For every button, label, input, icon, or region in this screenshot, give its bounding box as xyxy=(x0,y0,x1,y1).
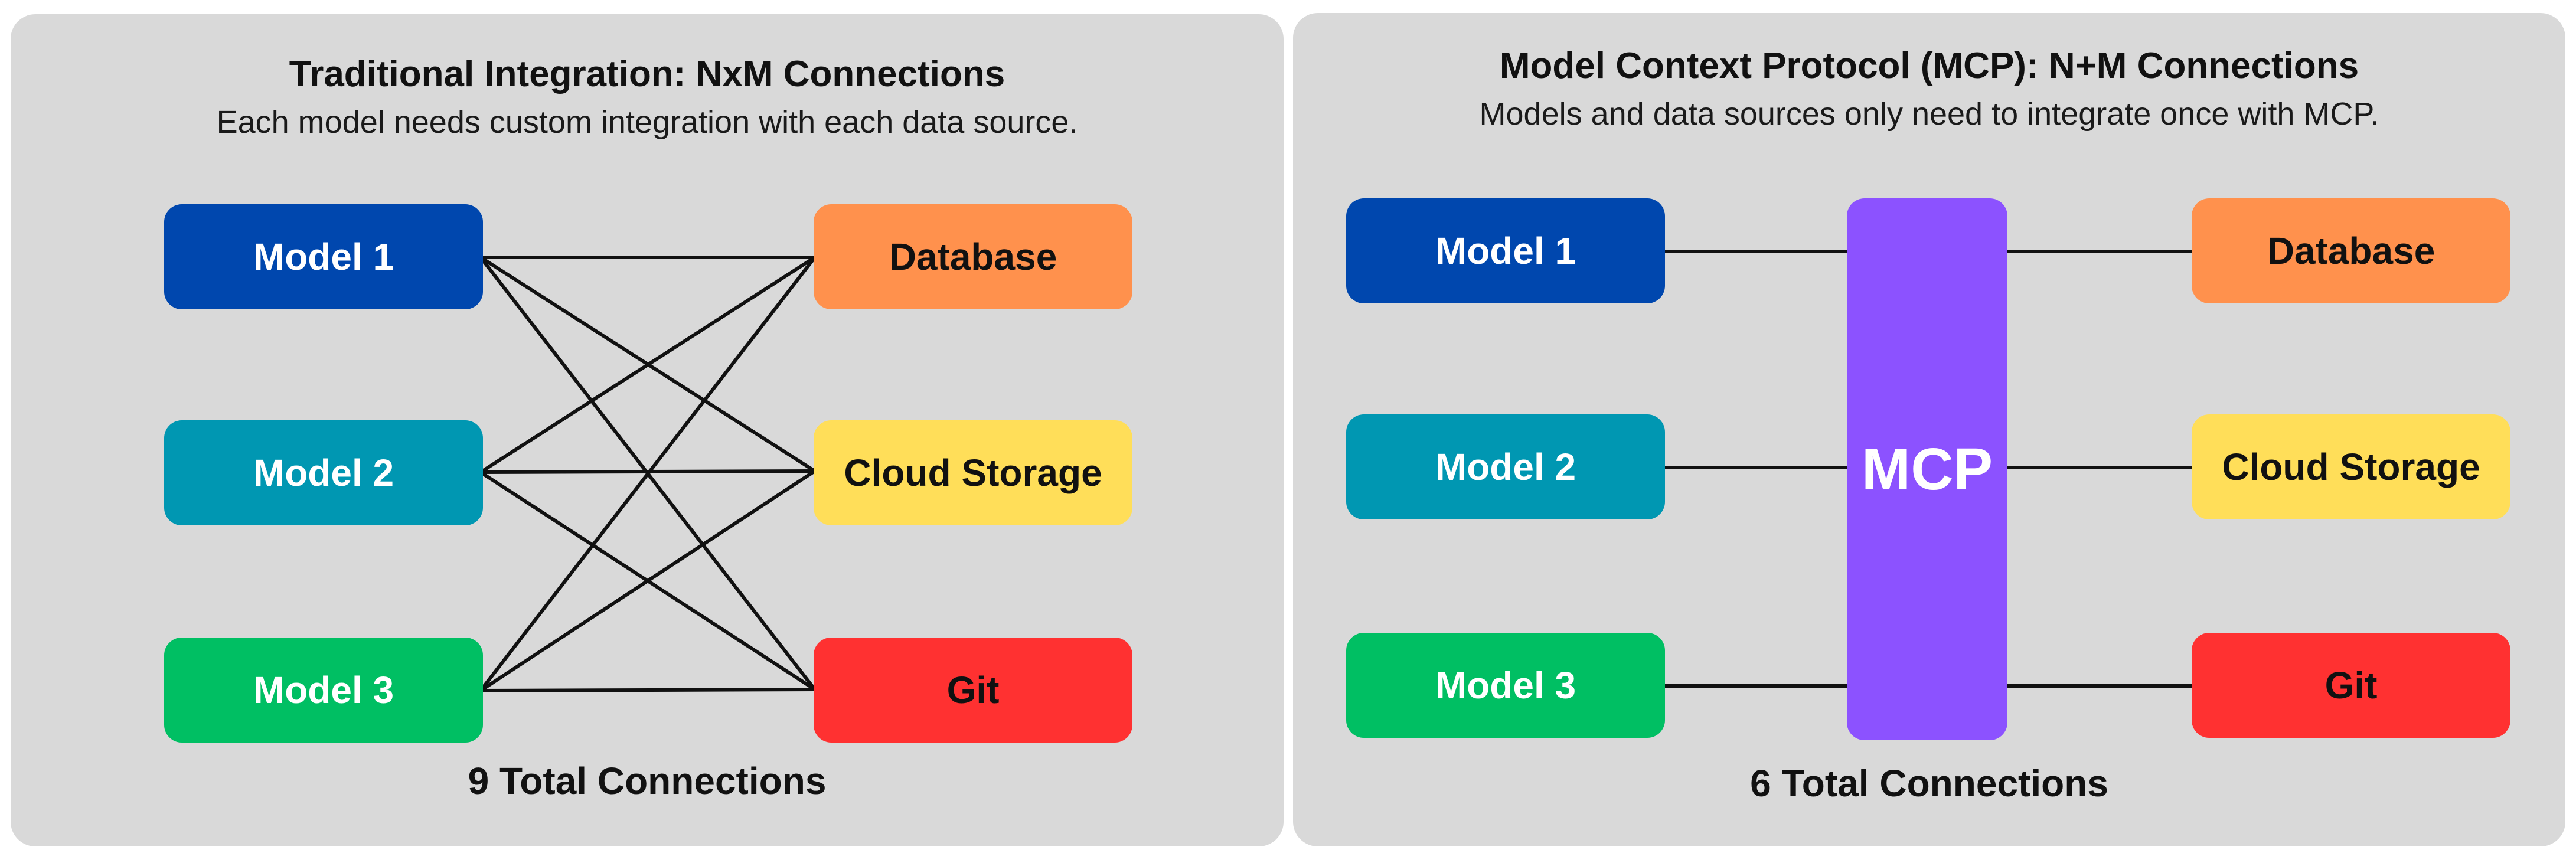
panel-subtitle: Each model needs custom integration with… xyxy=(216,104,1078,140)
connection-lines xyxy=(1662,250,2195,688)
total-connections: 9 Total Connections xyxy=(468,760,827,802)
model-1-box: Model 1 xyxy=(1346,198,1665,303)
edge-model3-git xyxy=(479,688,817,692)
model-3-box: Model 3 xyxy=(1346,633,1665,738)
edge-model3-cloud-storage xyxy=(479,469,817,692)
model-3-box: Model 3 xyxy=(164,638,483,743)
edge-model2-database xyxy=(479,256,817,474)
git-box: Git xyxy=(814,638,1132,743)
cloud-storage-box: Cloud Storage xyxy=(814,420,1132,525)
cloud-storage-box: Cloud Storage xyxy=(2192,414,2510,519)
git-box: Git xyxy=(2192,633,2510,738)
mcp-hub: MCP xyxy=(1847,198,2007,740)
mcp-integration-panel: Model Context Protocol (MCP): N+M Connec… xyxy=(1293,13,2565,846)
panel-subtitle: Models and data sources only need to int… xyxy=(1479,96,2379,132)
model-2-box: Model 2 xyxy=(1346,414,1665,519)
panel-title: Traditional Integration: NxM Connections xyxy=(289,54,1005,94)
total-connections: 6 Total Connections xyxy=(1750,762,2108,805)
edge-model3-database xyxy=(479,256,817,692)
database-box: Database xyxy=(814,204,1132,309)
model-1-box: Model 1 xyxy=(164,204,483,309)
database-box: Database xyxy=(2192,198,2510,303)
panel-title: Model Context Protocol (MCP): N+M Connec… xyxy=(1499,45,2359,86)
connection-lines xyxy=(479,256,817,692)
traditional-integration-panel: Traditional Integration: NxM Connections… xyxy=(11,14,1284,846)
model-2-box: Model 2 xyxy=(164,420,483,525)
